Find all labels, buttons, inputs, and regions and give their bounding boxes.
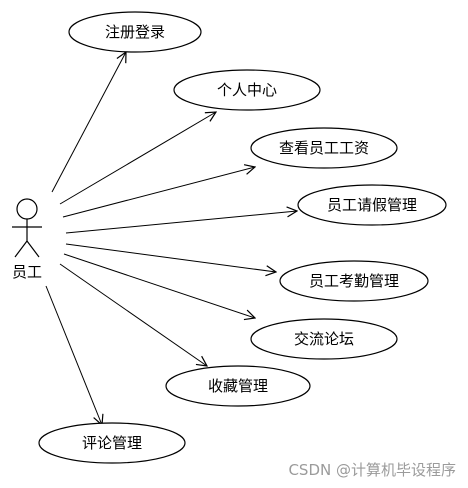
association-view-salary [62, 167, 255, 218]
use-case-personal-center[interactable]: 个人中心 [173, 69, 321, 111]
association-comment-management [45, 285, 102, 425]
use-case-label: 员工请假管理 [327, 196, 417, 214]
actor-employee: 员工 [12, 198, 42, 281]
use-case-label: 交流论坛 [294, 330, 354, 348]
use-case-label: 个人中心 [217, 81, 277, 99]
use-case-ellipse [279, 260, 429, 302]
use-case-favorites-management[interactable]: 收藏管理 [165, 365, 311, 407]
use-case-ellipse [297, 184, 447, 226]
use-case-leave-management[interactable]: 员工请假管理 [297, 184, 447, 226]
use-case-ellipse [68, 11, 202, 53]
actor-label: 员工 [12, 263, 42, 281]
use-case-label: 收藏管理 [208, 377, 268, 395]
use-case-forum[interactable]: 交流论坛 [250, 318, 398, 360]
use-case-label: 评论管理 [82, 434, 142, 452]
watermark: CSDN @计算机毕设程序 [288, 461, 456, 479]
use-case-label: 查看员工工资 [279, 139, 369, 157]
association-favorites-management [59, 263, 207, 366]
association-register-login [51, 52, 126, 193]
use-case-label: 注册登录 [105, 23, 165, 41]
use-case-ellipse [38, 422, 186, 464]
use-case-view-salary[interactable]: 查看员工工资 [250, 127, 398, 169]
associations [45, 52, 297, 425]
use-case-label: 员工考勤管理 [309, 272, 399, 290]
use-case-ellipse [173, 69, 321, 111]
actor-right-leg [26, 240, 40, 258]
use-case-ellipse [165, 365, 311, 407]
association-forum [63, 253, 255, 318]
use-case-attendance-management[interactable]: 员工考勤管理 [279, 260, 429, 302]
use-case-comment-management[interactable]: 评论管理 [38, 422, 186, 464]
use-cases: 注册登录 个人中心 查看员工工资 员工请假管理 员工考勤管理 交流论坛 收藏管理 [38, 11, 447, 464]
association-leave-management [65, 211, 297, 234]
actor-head [16, 198, 38, 220]
use-case-ellipse [250, 127, 398, 169]
association-attendance-management [65, 243, 276, 272]
actor-left-leg [14, 240, 28, 258]
association-personal-center [59, 112, 216, 205]
use-case-ellipse [250, 318, 398, 360]
use-case-register-login[interactable]: 注册登录 [68, 11, 202, 53]
